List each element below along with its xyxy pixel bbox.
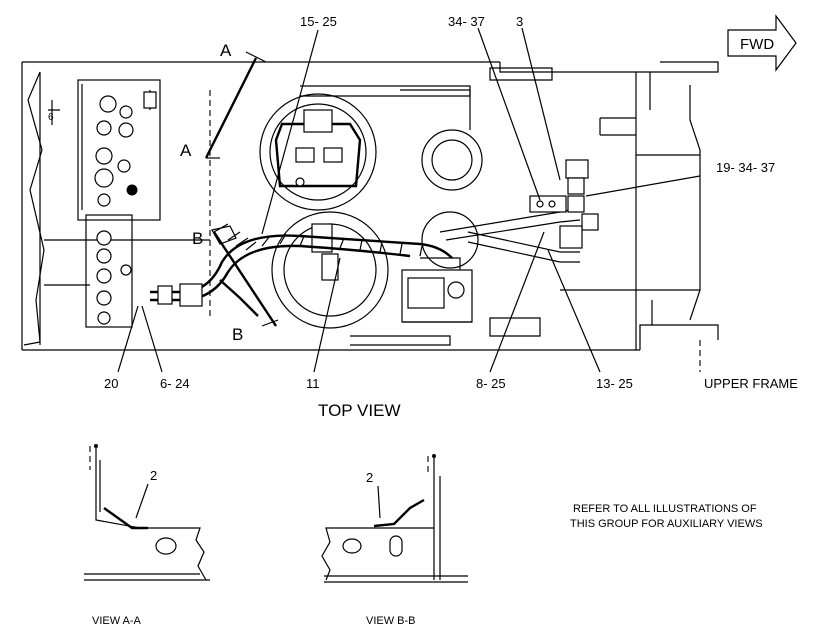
travel-motor <box>271 211 389 329</box>
section-line-a: A A <box>180 41 267 160</box>
callout-8-25: 8- 25 <box>476 376 506 391</box>
callout-34-37: 34- 37 <box>448 14 485 29</box>
forward-arrow-label: FWD <box>740 36 774 53</box>
view-b-b-label: VIEW B-B <box>366 615 416 627</box>
control-valve-bank: 6 <box>48 79 161 328</box>
upper-frame-label: UPPER FRAME <box>704 376 798 391</box>
section-a-bottom-letter: A <box>180 141 192 160</box>
top-view-title: TOP VIEW <box>318 401 401 420</box>
callout-15-25: 15- 25 <box>300 14 337 29</box>
frame-cutouts <box>400 89 483 269</box>
pilot-valve-block <box>401 257 473 323</box>
callout-3: 3 <box>516 14 523 29</box>
callout-2-view-b: 2 <box>366 470 373 485</box>
callout-6-24: 6- 24 <box>160 376 190 391</box>
callout-11: 11 <box>306 376 320 391</box>
hose-assembly <box>150 225 453 317</box>
callout-2-view-a: 2 <box>150 468 157 483</box>
view-b-b-detail: 2 VIEW B-B <box>321 454 468 627</box>
leader-lines <box>117 27 701 373</box>
svg-text:6: 6 <box>48 112 54 123</box>
upper-frame-outline <box>21 61 719 372</box>
swing-drive <box>259 93 377 211</box>
hydraulic-tubes <box>439 159 599 263</box>
callout-20: 20 <box>104 376 118 391</box>
section-line-b: B B <box>192 223 279 344</box>
callout-13-25: 13- 25 <box>596 376 633 391</box>
reference-note-line-2: THIS GROUP FOR AUXILIARY VIEWS <box>570 518 763 530</box>
section-b-top-letter: B <box>192 229 203 248</box>
view-a-a-detail: 2 VIEW A-A <box>84 444 210 627</box>
section-a-top-letter: A <box>220 41 232 60</box>
section-b-bottom-letter: B <box>232 325 243 344</box>
callout-19-34-37: 19- 34- 37 <box>716 160 775 175</box>
forward-arrow: FWD <box>727 14 797 72</box>
reference-note-line-1: REFER TO ALL ILLUSTRATIONS OF <box>573 503 757 515</box>
view-a-a-label: VIEW A-A <box>92 615 142 627</box>
